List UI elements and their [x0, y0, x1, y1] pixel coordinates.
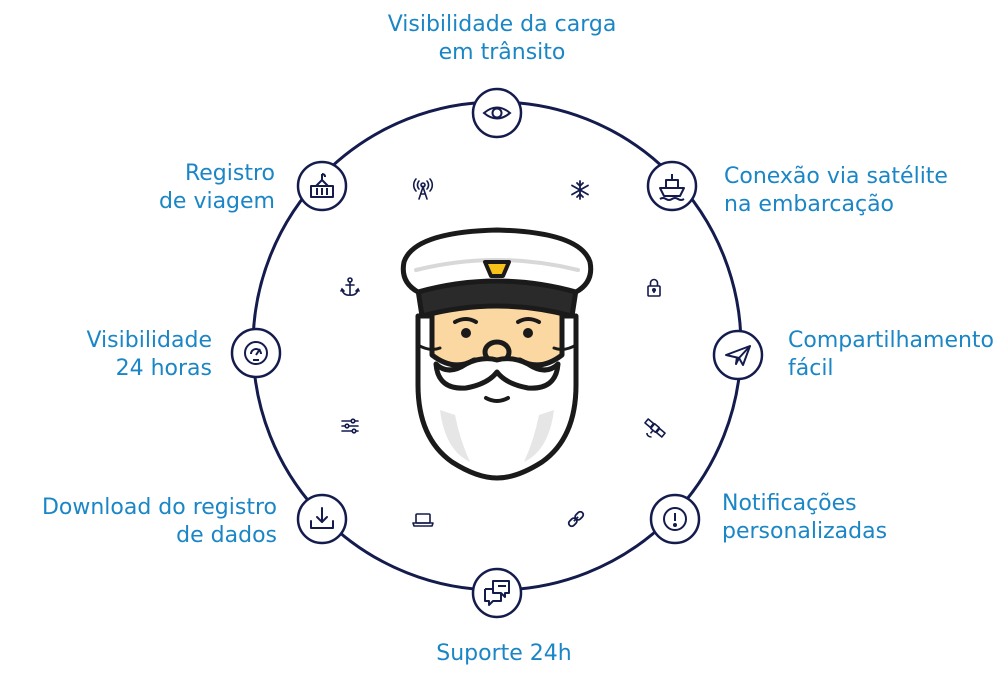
- label-suporte: Suporte 24h: [436, 641, 572, 666]
- node-download: [296, 493, 348, 545]
- label-visibilidade-carga: Visibilidade da carga em trânsito: [387, 12, 617, 65]
- node-visibilidade-24h: [230, 327, 282, 379]
- label-visibilidade-24h: Visibilidade 24 horas: [86, 328, 212, 381]
- download-icon: [310, 507, 334, 529]
- ship-icon: [659, 174, 685, 201]
- label-download: Download do registro de dados: [41, 495, 277, 548]
- node-visibilidade-carga: [471, 87, 523, 139]
- laptop-icon: [412, 513, 434, 527]
- node-registro-viagem: [296, 160, 348, 212]
- antenna-icon: [412, 178, 434, 200]
- label-notificacoes: Notificações personalizadas: [722, 491, 888, 544]
- alert-icon: [663, 507, 687, 531]
- node-notificacoes: [649, 493, 701, 545]
- satellite-icon: [644, 418, 666, 438]
- label-compartilhamento: Compartilhamento fácil: [788, 328, 995, 381]
- node-compartilhamento: [712, 329, 764, 381]
- eye-icon: [482, 106, 512, 120]
- padlock-icon: [647, 278, 661, 297]
- node-conexao-satelite: [646, 160, 698, 212]
- node-suporte: [471, 567, 523, 619]
- paper-plane-icon: [725, 345, 751, 366]
- container-crane-icon: [310, 173, 334, 198]
- link-icon: [567, 510, 585, 528]
- gauge-icon: [244, 341, 268, 365]
- sliders-icon: [341, 418, 359, 434]
- eyes: [453, 317, 541, 338]
- label-registro-viagem: Registro de viagem: [158, 161, 275, 214]
- mustache: [433, 356, 561, 391]
- cap-badge: [483, 260, 511, 278]
- snowflake-icon: [571, 180, 589, 200]
- anchor-icon: [340, 277, 360, 296]
- chat-support-icon: [484, 580, 510, 606]
- label-conexao-satelite: Conexão via satélite na embarcação: [724, 164, 948, 217]
- captain-mascot-illustration: [400, 227, 594, 481]
